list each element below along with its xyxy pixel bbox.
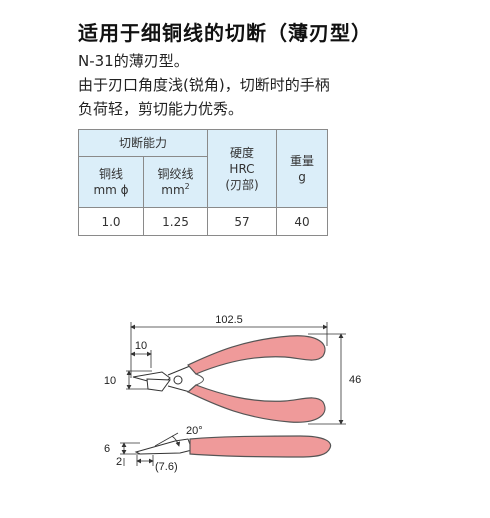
- label-jaw-length: 10: [135, 340, 147, 352]
- copper-wire-label: 铜线: [98, 167, 123, 181]
- label-jaw-height: 10: [104, 375, 116, 387]
- label-tip-thickness: 6: [104, 443, 110, 455]
- page-title: 适用于细铜线的切断（薄刃型）: [78, 21, 372, 45]
- lower-handle: [186, 384, 326, 423]
- label-tip-offset: 2: [116, 456, 122, 468]
- weight-label: 重量: [289, 153, 314, 168]
- value-copper-wire: 1.0: [78, 207, 144, 236]
- value-weight: 40: [276, 207, 328, 236]
- angle-arc: [171, 435, 181, 447]
- spec-table: 切断能力 硬度 HRC (刃部) 重量 g 铜线 mm ϕ 铜绞线 mm2 1.…: [78, 129, 328, 236]
- stranded-wire-unit-exp: 2: [184, 182, 190, 191]
- header-hardness: 硬度 HRC (刃部): [207, 129, 277, 208]
- description-line-1: N-31的薄刃型。: [78, 52, 189, 70]
- hardness-part: (刃部): [225, 177, 259, 192]
- label-height: 46: [349, 374, 361, 386]
- copper-wire-unit: mm ϕ: [93, 183, 129, 197]
- header-weight: 重量 g: [276, 129, 328, 208]
- spring-icon: [195, 373, 204, 386]
- upper-handle: [187, 335, 326, 375]
- hardness-label: 硬度: [229, 145, 254, 160]
- value-hardness: 57: [207, 207, 277, 236]
- weight-unit: g: [298, 169, 306, 184]
- label-angle: 20°: [186, 425, 203, 437]
- pivot-icon: [173, 375, 183, 385]
- pliers-neck: [167, 365, 191, 393]
- header-cutting-capacity: 切断能力: [78, 129, 208, 157]
- stranded-wire-label: 铜绞线: [157, 167, 194, 181]
- angle-ref-line: [154, 432, 179, 447]
- stranded-wire-unit-text: mm: [161, 183, 185, 197]
- value-stranded-wire: 1.25: [143, 207, 208, 236]
- description-line-3: 负荷轻，剪切能力优秀。: [78, 100, 244, 118]
- header-copper-wire: 铜线 mm ϕ: [78, 156, 144, 208]
- label-tip-length: (7.6): [155, 461, 178, 473]
- pliers-jaw-lower: [146, 378, 171, 392]
- description-line-2: 由于刃口角度浅(锐角)，切断时的手柄: [78, 76, 330, 94]
- side-handle: [189, 435, 332, 458]
- stranded-wire-unit: mm2: [144, 182, 207, 198]
- header-stranded-wire: 铜绞线 mm2: [143, 156, 208, 208]
- label-overall-length: 102.5: [215, 314, 243, 326]
- hardness-scale: HRC: [229, 161, 255, 176]
